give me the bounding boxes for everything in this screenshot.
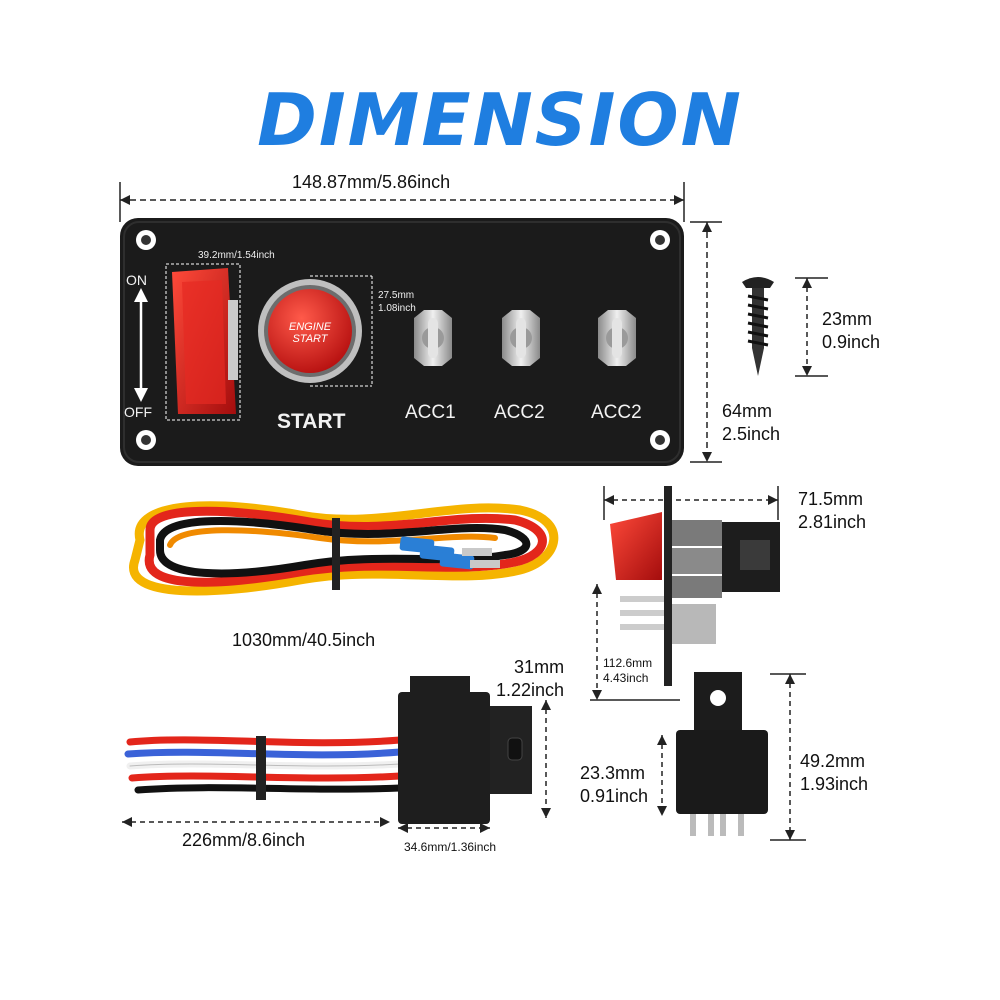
- mount-hole: [136, 430, 156, 450]
- relay-socket-height-dimension: [541, 700, 551, 818]
- off-label: OFF: [124, 404, 152, 420]
- on-label: ON: [126, 272, 147, 288]
- relay-socket: [398, 676, 532, 824]
- panel-side-view: [610, 486, 780, 686]
- start-label: START: [277, 410, 346, 433]
- screw-length-dimension: [795, 277, 828, 377]
- panel-width-dimension: [119, 182, 685, 222]
- toggle-label-acc1: ACC1: [405, 402, 456, 423]
- wiring-harness: [129, 501, 559, 596]
- relay-socket-wires: [124, 736, 404, 800]
- engine-start-button: [258, 275, 373, 387]
- toggle-switch-acc3: [598, 310, 636, 366]
- relay-socket-width-label: 34.6mm/1.36inch: [404, 840, 497, 854]
- on-off-arrow-icon: [134, 288, 148, 402]
- toggle-switch-acc1: [414, 310, 452, 366]
- toggle-label-acc2: ACC2: [494, 402, 545, 423]
- blue-terminal-connector: [399, 536, 500, 570]
- page-title: DIMENSION: [257, 78, 743, 162]
- panel-width-label: 148.87mm/5.86inch: [292, 172, 451, 192]
- relay-socket-width-dimension: [398, 823, 490, 833]
- side-view-length-dimension: [590, 584, 680, 701]
- panel-height-dimension: [690, 221, 722, 463]
- side-view-depth-dimension: [603, 486, 779, 520]
- relay-width-dimension: [657, 735, 667, 816]
- toggle-switch-acc2: [502, 310, 540, 366]
- wire-length-label: 226mm/8.6inch: [182, 830, 306, 850]
- toggle-label-acc3: ACC2: [591, 402, 642, 423]
- ignition-toggle-cover: [165, 263, 241, 421]
- wire-length-dimension: [122, 817, 390, 827]
- mount-hole: [136, 230, 156, 250]
- mount-hole: [650, 430, 670, 450]
- relay-height-dimension: [770, 673, 806, 841]
- mount-hole: [650, 230, 670, 250]
- harness-length-label: 1030mm/40.5inch: [232, 630, 376, 650]
- screw: [742, 277, 774, 376]
- relay: [676, 672, 768, 836]
- switch-panel: [120, 218, 684, 466]
- switch-cover-dimension-label: 39.2mm/1.54inch: [198, 250, 275, 261]
